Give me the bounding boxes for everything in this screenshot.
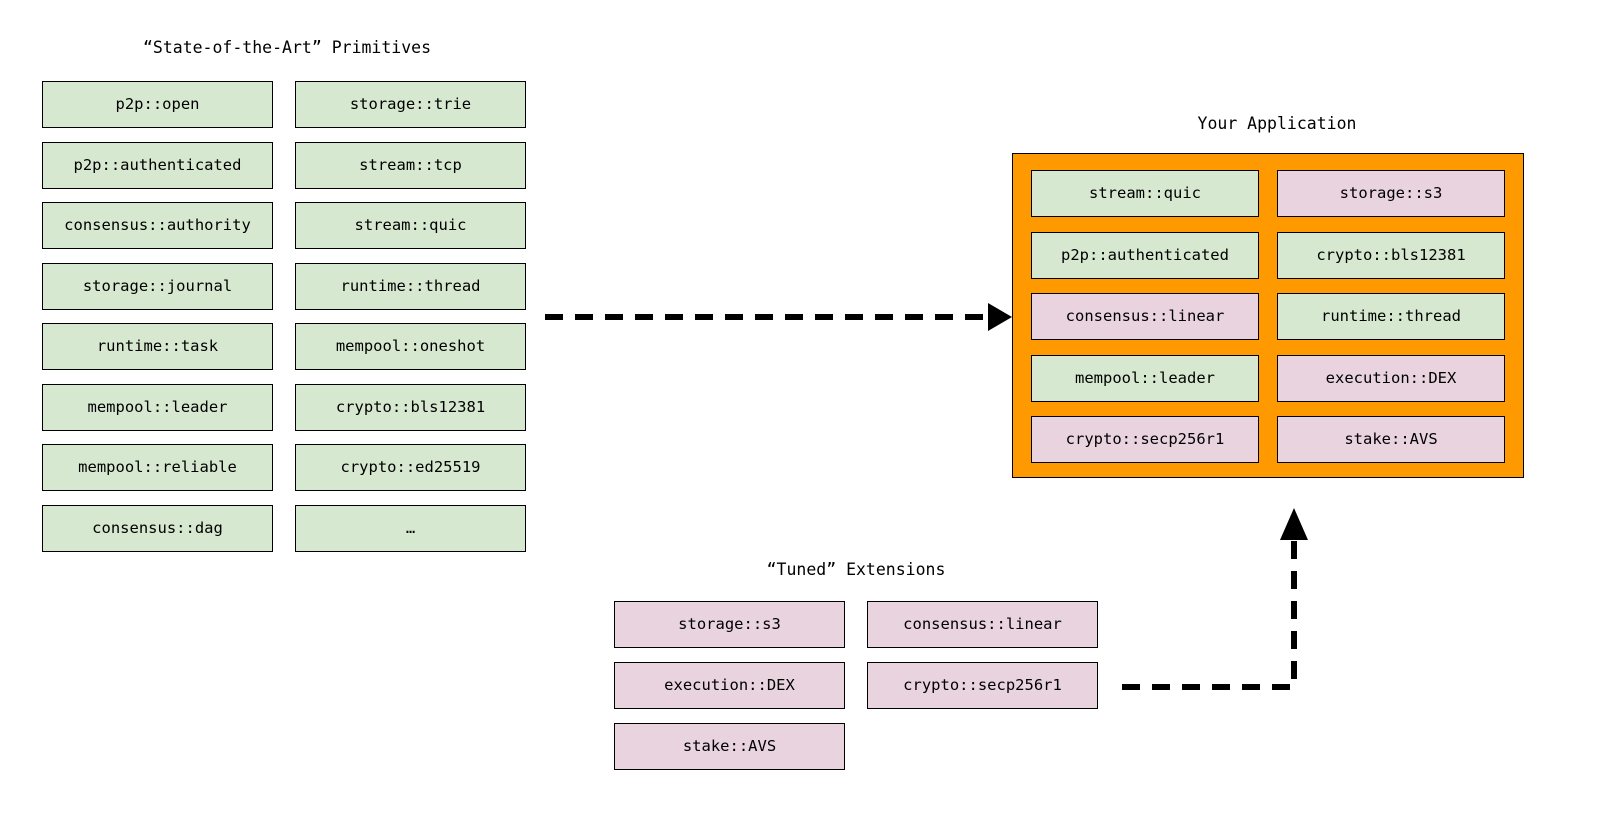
primitive-box[interactable]: stream::quic (295, 202, 526, 249)
primitive-box-ellipsis[interactable]: … (295, 505, 526, 552)
primitive-box[interactable]: consensus::authority (42, 202, 273, 249)
arrowhead-up-icon (1280, 508, 1308, 540)
application-module-box[interactable]: storage::s3 (1277, 170, 1505, 217)
application-module-box[interactable]: mempool::leader (1031, 355, 1259, 402)
primitive-box[interactable]: runtime::thread (295, 263, 526, 310)
application-module-box[interactable]: crypto::bls12381 (1277, 232, 1505, 279)
primitive-box[interactable]: consensus::dag (42, 505, 273, 552)
primitive-box[interactable]: mempool::leader (42, 384, 273, 431)
extension-box[interactable]: crypto::secp256r1 (867, 662, 1098, 709)
application-module-box[interactable]: crypto::secp256r1 (1031, 416, 1259, 463)
application-module-box[interactable]: stake::AVS (1277, 416, 1505, 463)
application-module-box[interactable]: runtime::thread (1277, 293, 1505, 340)
connector-primitives-to-application (545, 303, 1012, 331)
primitive-box[interactable]: storage::journal (42, 263, 273, 310)
application-section-title: Your Application (1197, 114, 1357, 133)
primitive-box[interactable]: runtime::task (42, 323, 273, 370)
connector-extensions-to-application (1122, 508, 1308, 690)
extension-box[interactable]: consensus::linear (867, 601, 1098, 648)
application-module-box[interactable]: consensus::linear (1031, 293, 1259, 340)
primitive-box[interactable]: stream::tcp (295, 142, 526, 189)
primitive-box[interactable]: crypto::ed25519 (295, 444, 526, 491)
primitive-box[interactable]: mempool::reliable (42, 444, 273, 491)
extension-box[interactable]: storage::s3 (614, 601, 845, 648)
primitive-box[interactable]: p2p::authenticated (42, 142, 273, 189)
application-module-box[interactable]: execution::DEX (1277, 355, 1505, 402)
primitive-box[interactable]: p2p::open (42, 81, 273, 128)
application-module-box[interactable]: p2p::authenticated (1031, 232, 1259, 279)
primitive-box[interactable]: crypto::bls12381 (295, 384, 526, 431)
primitive-box[interactable]: storage::trie (295, 81, 526, 128)
arrowhead-right-icon (988, 303, 1012, 331)
extensions-section-title: “Tuned” Extensions (766, 560, 946, 579)
extension-box[interactable]: stake::AVS (614, 723, 845, 770)
connector-line-elbow (1122, 540, 1297, 690)
application-module-box[interactable]: stream::quic (1031, 170, 1259, 217)
primitive-box[interactable]: mempool::oneshot (295, 323, 526, 370)
extension-box[interactable]: execution::DEX (614, 662, 845, 709)
primitives-section-title: “State-of-the-Art” Primitives (142, 38, 432, 57)
